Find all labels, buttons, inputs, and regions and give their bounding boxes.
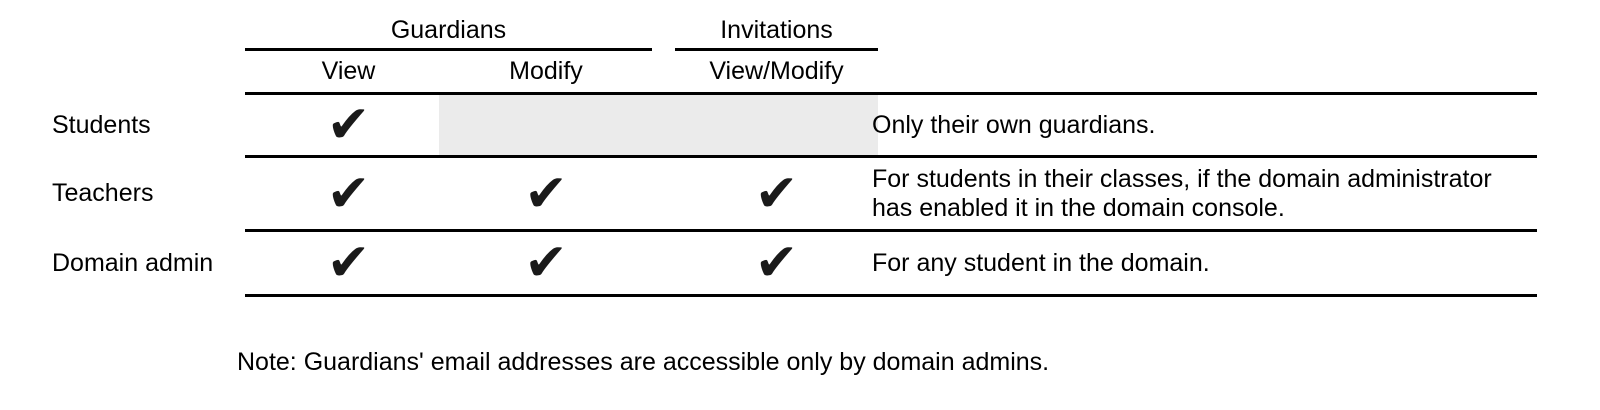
- check-icon: ✔: [326, 233, 371, 293]
- row-separator-line: [245, 155, 1537, 158]
- check-icon: ✔: [524, 163, 568, 224]
- note-line: For students in their classes, if the do…: [872, 164, 1492, 193]
- column-header-modify: Modify: [509, 57, 583, 85]
- invitations-underline: [675, 48, 878, 51]
- column-group-label-guardians: Guardians: [390, 16, 507, 44]
- row-note-students: Only their own guardians.: [872, 95, 1155, 155]
- row-label-students: Students: [52, 110, 151, 139]
- table-bottom-line: [245, 294, 1537, 297]
- column-header-view: View: [321, 57, 376, 85]
- note-line: has enabled it in the domain console.: [872, 193, 1285, 222]
- check-icon-empty: [675, 95, 878, 155]
- disabled-cells-students: [439, 95, 878, 155]
- footnote: Note: Guardians' email addresses are acc…: [237, 348, 1050, 376]
- column-group-label-invitations: Invitations: [720, 16, 833, 44]
- guardians-underline: [245, 48, 652, 51]
- row-label-teachers: Teachers: [52, 179, 154, 207]
- check-icon: ✔: [754, 233, 799, 293]
- row-note-teachers: For students in their classes, if the do…: [872, 158, 1492, 229]
- check-icon: ✔: [326, 95, 371, 155]
- row-note-domain-admin: For any student in the domain.: [872, 232, 1210, 294]
- check-icon: ✔: [754, 163, 799, 224]
- row-separator-line: [245, 229, 1537, 232]
- check-icon-empty: [440, 95, 652, 155]
- note-line: Only their own guardians.: [872, 110, 1156, 139]
- check-icon: ✔: [524, 233, 568, 293]
- column-header-view-modify: View/Modify: [709, 57, 844, 85]
- row-label-domain-admin: Domain admin: [52, 248, 214, 277]
- header-separator-line: [245, 92, 1537, 95]
- note-line: For any student in the domain.: [872, 248, 1210, 277]
- check-icon: ✔: [326, 163, 371, 224]
